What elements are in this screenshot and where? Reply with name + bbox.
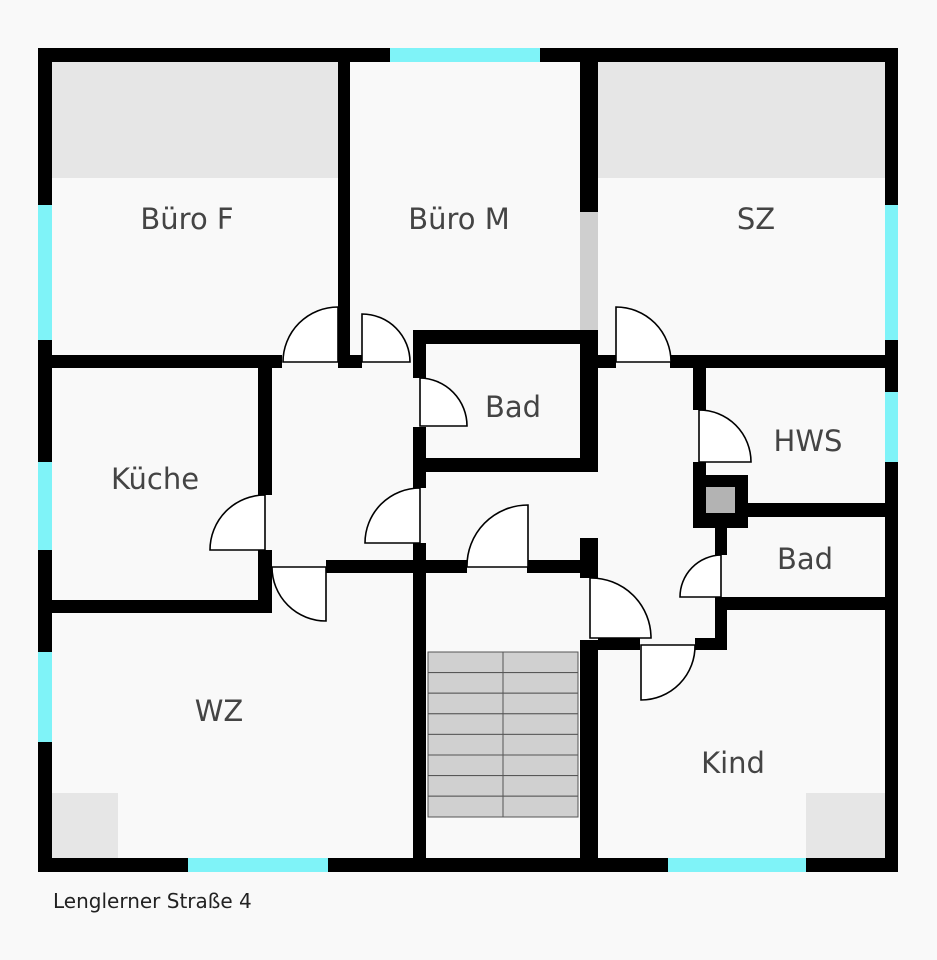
doors: [209, 306, 752, 701]
room-label-sz: SZ: [737, 202, 775, 236]
room-label-hws: HWS: [774, 424, 843, 458]
door-sz[interactable]: [615, 306, 672, 363]
door-bad-2[interactable]: [679, 554, 722, 598]
staircase: [427, 651, 579, 818]
door-buero-f[interactable]: [282, 306, 339, 363]
door-bad-1[interactable]: [419, 377, 468, 427]
room-label-bad-1: Bad: [485, 390, 541, 424]
door-hws[interactable]: [698, 409, 752, 463]
shaded-zones: [52, 62, 885, 858]
room-label-buero-m: Büro M: [408, 202, 510, 236]
door-kueche[interactable]: [209, 494, 266, 551]
room-label-kind: Kind: [701, 746, 765, 780]
windows: [38, 48, 898, 872]
door-buero-m[interactable]: [361, 313, 411, 363]
room-label-kueche: Küche: [111, 462, 199, 496]
address-caption: Lenglerner Straße 4: [53, 889, 252, 913]
door-wz[interactable]: [271, 566, 327, 622]
door-hallway[interactable]: [364, 487, 421, 544]
door-stairs[interactable]: [466, 504, 529, 568]
door-kind[interactable]: [640, 644, 696, 701]
room-label-bad-2: Bad: [777, 542, 833, 576]
room-label-wz: WZ: [195, 694, 244, 728]
room-label-buero-f: Büro F: [140, 202, 233, 236]
door-corridor[interactable]: [589, 577, 652, 639]
